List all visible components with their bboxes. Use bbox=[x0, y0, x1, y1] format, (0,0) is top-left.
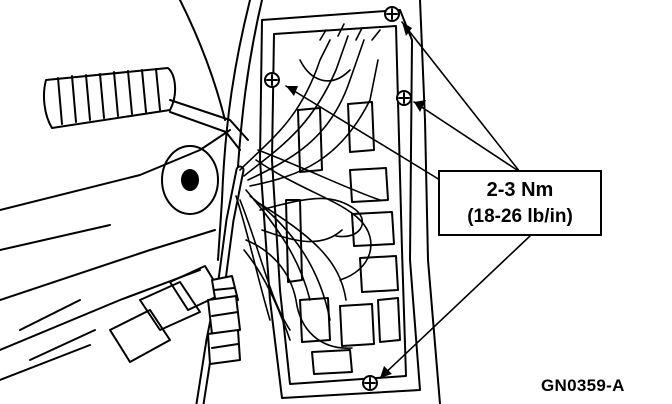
housing-casting bbox=[0, 0, 441, 404]
harness-conduit bbox=[195, 165, 245, 404]
torque-imperial-label: (18-26 lb/in) bbox=[467, 206, 573, 227]
torque-metric-label: 2-3 Nm bbox=[486, 179, 554, 201]
wire-bundle bbox=[235, 23, 381, 349]
leader-lines bbox=[285, 21, 531, 379]
selector-lever bbox=[43, 67, 249, 151]
mounting-screws bbox=[264, 6, 412, 391]
figure-id-label: GN0359-A bbox=[541, 376, 625, 395]
leader-arrowheads bbox=[286, 22, 426, 378]
mounting-plate bbox=[259, 9, 421, 399]
torque-callout-box: 2-3 Nm (18-26 lb/in) bbox=[438, 170, 602, 236]
